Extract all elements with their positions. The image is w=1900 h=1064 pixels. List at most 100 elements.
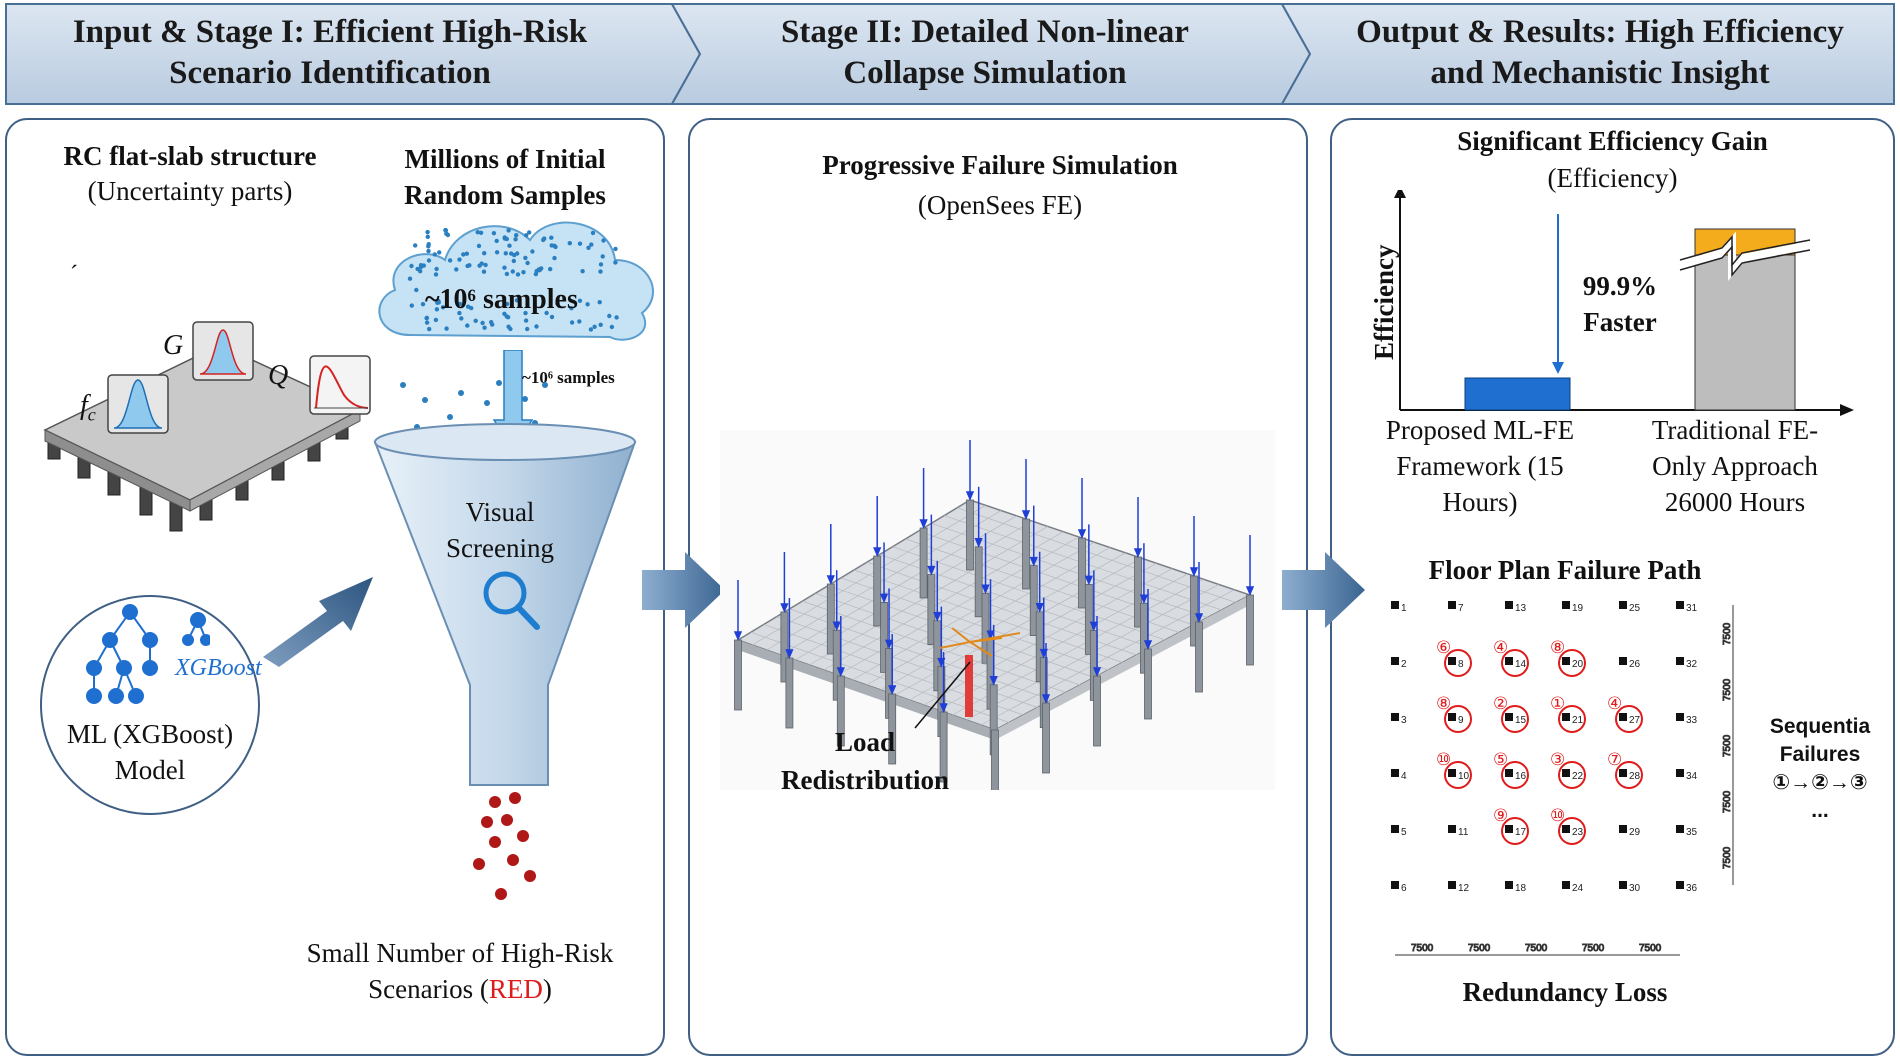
fe-column	[1078, 537, 1086, 609]
sample-dot	[553, 244, 558, 250]
removed-column	[965, 655, 973, 717]
sample-dot	[527, 230, 532, 235]
failed-column-circle	[1615, 705, 1643, 733]
fe-column	[974, 546, 983, 618]
failure-order-mark: ⑩	[1436, 750, 1451, 770]
plan-column	[1448, 601, 1456, 609]
sample-dot	[457, 301, 463, 307]
sample-cloud	[378, 221, 654, 341]
sample-dot	[577, 298, 583, 303]
fe-model-drawing	[733, 440, 1255, 790]
load-arrowhead	[1139, 594, 1149, 605]
load-arrowhead	[1245, 586, 1255, 596]
sample-dot	[521, 270, 526, 275]
load-arrowhead	[981, 584, 990, 595]
structure-title: RC flat-slab structure	[63, 141, 317, 171]
dimension-label: 7500	[1639, 943, 1662, 954]
sample-dot	[589, 242, 594, 247]
sample-dot	[443, 228, 449, 233]
plan-node-number: 10	[1458, 771, 1470, 782]
rc-flat-slab-illustration	[43, 344, 362, 532]
failed-column-circle	[1501, 817, 1529, 845]
plan-column	[1676, 825, 1684, 833]
efficiency-subtitle: (Efficiency)	[1547, 163, 1678, 193]
plan-node-number: 31	[1686, 603, 1698, 614]
load-arrowhead	[1084, 575, 1093, 586]
sample-dot	[426, 242, 431, 247]
plan-column	[1448, 881, 1456, 889]
structure-subtitle: (Uncertainty parts)	[87, 176, 293, 206]
load-arrowhead	[1021, 510, 1031, 520]
sample-dot	[426, 258, 432, 263]
load-arrowhead	[989, 676, 998, 686]
xgboost-tree-icon	[86, 604, 210, 704]
failed-column-circle	[1558, 817, 1586, 845]
sample-dot	[588, 327, 594, 332]
sample-dot	[427, 326, 432, 332]
sample-dot	[541, 237, 546, 243]
load-arrowhead	[1035, 603, 1044, 613]
sample-dot	[597, 300, 602, 305]
sample-dot	[436, 298, 441, 304]
plan-node-number: 1	[1401, 603, 1407, 614]
header-banner	[5, 3, 1895, 105]
sample-dot	[524, 233, 529, 238]
sample-dot	[577, 319, 582, 324]
load-arrowhead	[873, 547, 882, 557]
plan-node-number: 19	[1572, 603, 1584, 614]
load-arrowhead	[780, 603, 789, 613]
sample-dot	[600, 254, 605, 259]
ml-model-circle	[40, 595, 260, 815]
sample-dot	[549, 314, 555, 320]
simulation-title: Progressive Failure Simulation	[822, 150, 1178, 180]
sample-dot	[544, 310, 549, 316]
sample-dot	[434, 307, 440, 312]
sample-dot	[601, 238, 606, 243]
plan-column	[1562, 825, 1570, 833]
sample-dot	[504, 314, 509, 319]
load-arrowhead	[1089, 621, 1098, 632]
plan-footer: Redundancy Loss	[1462, 977, 1668, 1007]
sample-dot	[473, 318, 478, 323]
failure-order-mark: ③	[1550, 750, 1565, 770]
load-arrowhead	[1189, 567, 1199, 577]
load-arrowhead	[785, 649, 794, 659]
sample-dot	[475, 230, 480, 235]
sample-dot	[476, 243, 482, 249]
sample-dot	[400, 382, 406, 388]
plan-column	[1391, 713, 1399, 721]
sample-dot	[482, 251, 487, 256]
plan-node-number: 24	[1572, 883, 1584, 894]
plan-node-number: 26	[1629, 659, 1641, 670]
sample-dot	[525, 326, 530, 332]
plan-node-number: 8	[1458, 659, 1464, 670]
fe-column	[919, 527, 928, 599]
stage3-banner	[1280, 3, 1895, 105]
sample-dot	[590, 230, 596, 236]
high-risk-dots	[473, 792, 536, 900]
plan-node-number: 7	[1458, 603, 1464, 614]
plan-column	[1619, 881, 1627, 889]
plan-node-number: 2	[1401, 659, 1407, 670]
sample-dot	[580, 269, 585, 274]
sample-dot	[542, 382, 548, 388]
load-arrowhead	[1092, 667, 1102, 677]
sample-dot	[457, 257, 462, 262]
plan-node-number: 16	[1515, 771, 1527, 782]
load-arrowhead	[1133, 548, 1143, 558]
sample-dot	[508, 326, 513, 332]
result-text: Small Number of High-Risk Scenarios (RED…	[306, 938, 614, 1004]
var-q-label: Q	[268, 360, 289, 391]
sample-dot	[418, 263, 424, 268]
sample-dot	[592, 324, 597, 329]
sample-dot	[502, 265, 507, 270]
dimension-label: 7500	[1722, 790, 1733, 813]
dimension-label: 7500	[1722, 622, 1733, 645]
